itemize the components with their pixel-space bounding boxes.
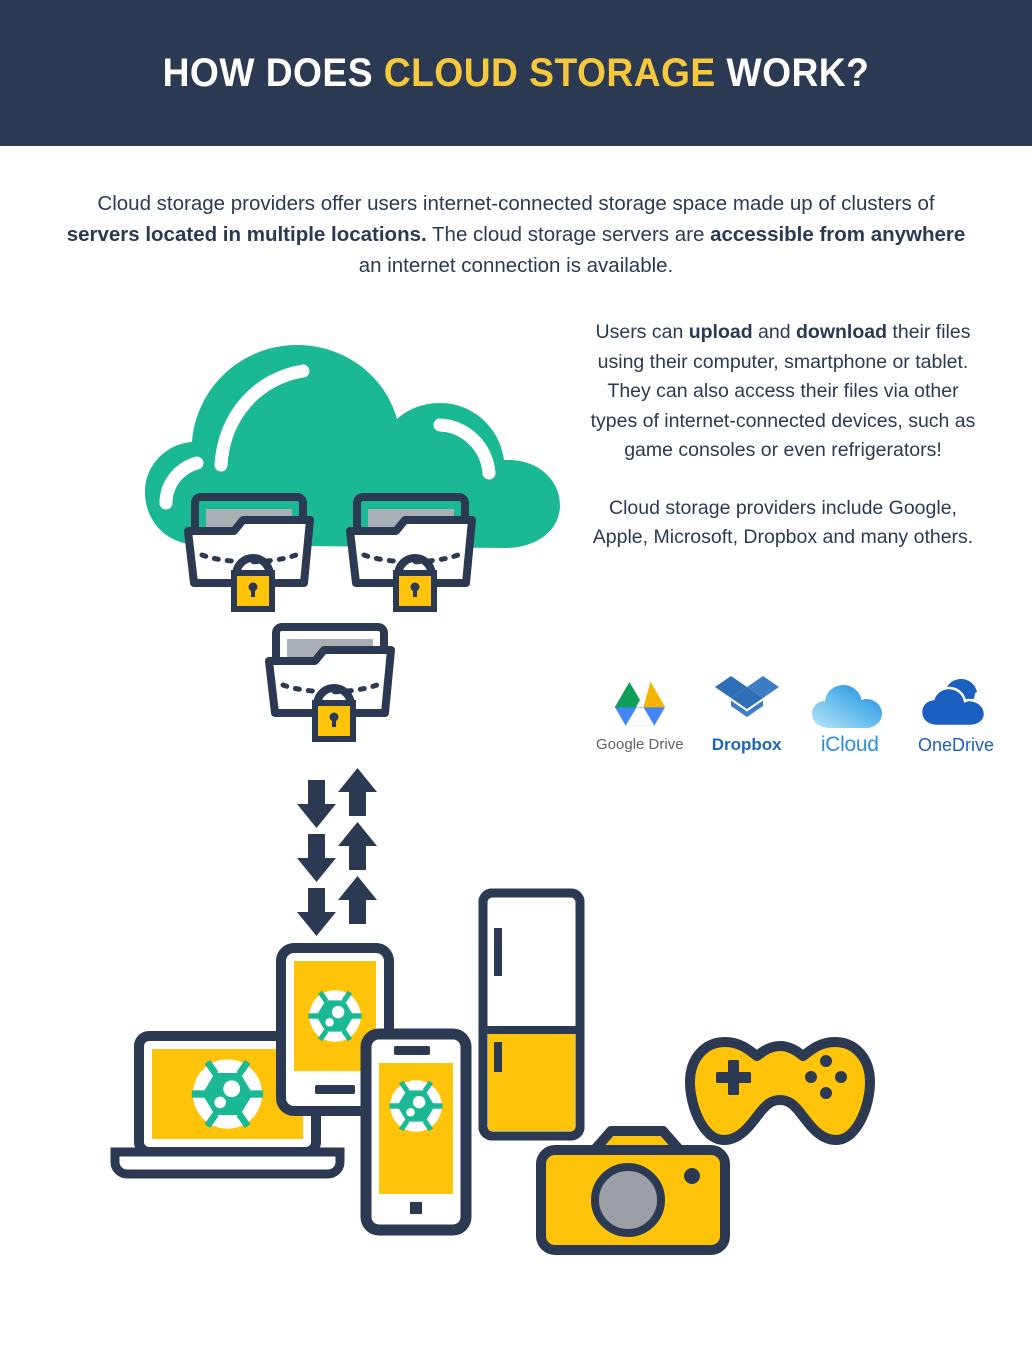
intro-segment-1: Cloud storage providers offer users inte… xyxy=(97,192,935,215)
network-node-icon xyxy=(191,1059,264,1129)
users-bold-download: download xyxy=(796,321,888,343)
users-bold-upload: upload xyxy=(688,321,753,343)
providers-paragraph: Cloud storage providers include Google, … xyxy=(592,496,974,549)
title-highlight: CLOUD STORAGE xyxy=(383,50,716,95)
logo-icloud[interactable]: iCloud xyxy=(810,672,890,756)
page-header: HOW DOES CLOUD STORAGE WORK? xyxy=(0,0,1032,146)
cloud-shape xyxy=(145,345,560,548)
locked-folder-icon-center xyxy=(265,623,395,742)
upload-arrow-icon xyxy=(338,822,377,870)
logo-google-drive[interactable]: Google Drive xyxy=(596,672,684,754)
arrow-pair-3 xyxy=(297,876,377,936)
upload-arrow-icon xyxy=(338,768,377,816)
download-arrow-icon xyxy=(297,780,336,828)
logo-dropbox[interactable]: Dropbox xyxy=(712,672,782,754)
tablet-icon xyxy=(276,943,394,1116)
users-seg-2: and xyxy=(752,321,797,343)
page-title: HOW DOES CLOUD STORAGE WORK? xyxy=(163,51,870,96)
logo-onedrive[interactable]: OneDrive xyxy=(918,672,994,754)
locked-folder-icon-left xyxy=(184,493,314,612)
provider-logo-row: Google Drive Dropbox xyxy=(596,672,994,756)
title-part-1: HOW DOES xyxy=(162,50,384,95)
intro-bold-1: servers located in multiple locations. xyxy=(66,223,427,246)
upload-arrow-icon xyxy=(338,876,377,924)
camera-icon xyxy=(536,1126,730,1255)
download-arrow-icon xyxy=(297,834,336,882)
network-node-icon xyxy=(308,990,362,1042)
right-text-column: Users can upload and download their file… xyxy=(582,318,984,553)
dropbox-label: Dropbox xyxy=(711,735,782,754)
google-drive-icon xyxy=(609,672,671,732)
intro-bold-2: accessible from anywhere xyxy=(710,223,966,246)
upload-download-arrows xyxy=(297,768,377,936)
smartphone-icon xyxy=(360,1028,472,1236)
google-drive-label: Google Drive xyxy=(596,736,684,753)
title-part-2: WORK? xyxy=(715,50,870,95)
dropbox-icon xyxy=(714,672,780,732)
icloud-label: iCloud xyxy=(820,733,879,756)
intro-paragraph: Cloud storage providers offer users inte… xyxy=(66,188,966,281)
users-paragraph: Users can upload and download their file… xyxy=(582,318,984,466)
icloud-icon xyxy=(810,672,890,732)
onedrive-label: OneDrive xyxy=(917,735,994,755)
locked-folder-icon-right xyxy=(346,493,476,612)
game-controller-icon xyxy=(685,1037,875,1145)
onedrive-icon xyxy=(919,672,993,732)
arrow-pair-1 xyxy=(297,768,377,828)
padlock-icon xyxy=(312,683,356,742)
laptop-icon xyxy=(110,1031,345,1179)
arrow-pair-2 xyxy=(297,822,377,882)
network-node-icon xyxy=(389,1080,443,1132)
users-seg-3: their files using their computer, smartp… xyxy=(590,321,976,461)
padlock-icon xyxy=(231,553,275,612)
intro-segment-3: an internet connection is available. xyxy=(358,254,674,277)
refrigerator-icon xyxy=(478,888,585,1141)
users-seg-1: Users can xyxy=(595,321,689,343)
intro-segment-2: The cloud storage servers are xyxy=(426,223,711,246)
download-arrow-icon xyxy=(297,888,336,936)
padlock-icon xyxy=(393,553,437,612)
